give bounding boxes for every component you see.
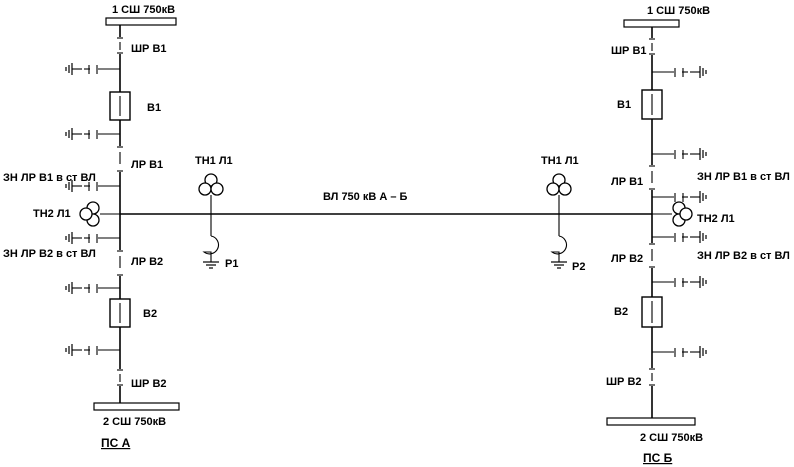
station-b-disconnector-shr-b2 <box>649 368 655 386</box>
station-b-voltage-transformer-th1 <box>546 173 572 214</box>
station-a-th2-label: ТН2 Л1 <box>33 208 71 220</box>
station-b-earth-switch-3 <box>652 276 707 288</box>
station-a-b1-label: В1 <box>147 102 161 114</box>
line-label: ВЛ 750 кВ А – Б <box>323 191 408 203</box>
station-b-bus-bottom <box>606 417 696 426</box>
station-a-bus-top <box>105 17 177 26</box>
station-b-bus-top-label: 1 СШ 750кВ <box>647 5 710 17</box>
station-b-lr-b2-label: ЛР В2 <box>611 253 643 265</box>
station-b-bus-top <box>623 19 680 28</box>
station-a-earth-switch-1 <box>65 63 120 75</box>
station-a-disconnector-shr-b2 <box>117 369 123 386</box>
station-b-b1-label: В1 <box>617 99 631 111</box>
station-a-shr-b1-label: ШР В1 <box>131 43 167 55</box>
station-a-voltage-transformer-th2 <box>79 201 120 227</box>
station-a-reactor-p1 <box>202 214 219 269</box>
station-b-earth-switch-2 <box>652 148 707 160</box>
station-b-earth-switch-zn-lr-b2 <box>652 231 707 243</box>
station-a: 1 СШ 750кВ 2 СШ 750кВ ПС А ШР В1 ЛР В1 <box>3 4 180 450</box>
station-a-disconnector-lr-b1 <box>117 146 123 172</box>
station-a-disconnector-lr-b2 <box>117 250 123 276</box>
station-a-voltage-transformer-th1 <box>198 173 224 214</box>
station-b-voltage-transformer-th2 <box>652 201 693 227</box>
station-a-lr-b1-label: ЛР В1 <box>131 159 163 171</box>
station-a-disconnector-shr-b1 <box>117 37 123 54</box>
station-b-th2-label: ТН2 Л1 <box>697 213 735 225</box>
station-b-zn-lr-b2-label: ЗН ЛР В2 в ст ВЛ <box>697 250 790 262</box>
station-b-line-equipment: ТН1 Л1 Р2 <box>541 155 585 273</box>
station-b-reactor-label: Р2 <box>572 261 585 273</box>
transmission-line: ВЛ 750 кВ А – Б <box>120 191 652 215</box>
station-a-th1-label: ТН1 Л1 <box>195 155 233 167</box>
station-a-earth-switch-3 <box>65 282 120 294</box>
station-b-disconnector-lr-b2 <box>649 243 655 268</box>
station-b-earth-switch-zn-lr-b1 <box>652 191 707 203</box>
station-a-bus-bottom <box>93 402 180 411</box>
station-b-name: ПС Б <box>643 451 673 465</box>
station-a-bus-top-label: 1 СШ 750кВ <box>112 4 175 16</box>
station-a-bus-bottom-label: 2 СШ 750кВ <box>103 416 166 428</box>
station-b-reactor-p2 <box>550 214 567 269</box>
station-a-earth-switch-4 <box>65 344 120 356</box>
station-b-th1-label: ТН1 Л1 <box>541 155 579 167</box>
station-b: 1 СШ 750кВ 2 СШ 750кВ ПС Б ШР В1 ЛР В1 <box>606 5 790 465</box>
station-a-b2-label: В2 <box>143 308 157 320</box>
station-b-b2-label: В2 <box>614 306 628 318</box>
station-b-shr-b1-label: ШР В1 <box>611 45 647 57</box>
station-a-reactor-label: Р1 <box>225 258 238 270</box>
station-b-shr-b2-label: ШР В2 <box>606 376 642 388</box>
station-b-lr-b1-label: ЛР В1 <box>611 176 643 188</box>
station-a-lr-b2-label: ЛР В2 <box>131 256 163 268</box>
station-a-shr-b2-label: ШР В2 <box>131 378 167 390</box>
station-b-earth-switch-1 <box>652 66 707 78</box>
station-b-disconnector-lr-b1 <box>649 165 655 190</box>
station-a-earth-switch-2 <box>65 128 120 140</box>
station-a-zn-lr-b2-label: ЗН ЛР В2 в ст ВЛ <box>3 248 96 260</box>
station-b-zn-lr-b1-label: ЗН ЛР В1 в ст ВЛ <box>697 171 790 183</box>
station-a-earth-switch-zn-lr-b2 <box>65 232 120 244</box>
station-b-bus-bottom-label: 2 СШ 750кВ <box>640 432 703 444</box>
station-a-name: ПС А <box>101 436 131 450</box>
station-b-disconnector-shr-b1 <box>649 38 655 55</box>
station-b-earth-switch-4 <box>652 346 707 358</box>
station-a-earth-switch-zn-lr-b1 <box>65 180 120 192</box>
station-a-line-equipment: ТН1 Л1 Р1 <box>195 155 238 270</box>
station-a-zn-lr-b1-label: ЗН ЛР В1 в ст ВЛ <box>3 172 96 184</box>
